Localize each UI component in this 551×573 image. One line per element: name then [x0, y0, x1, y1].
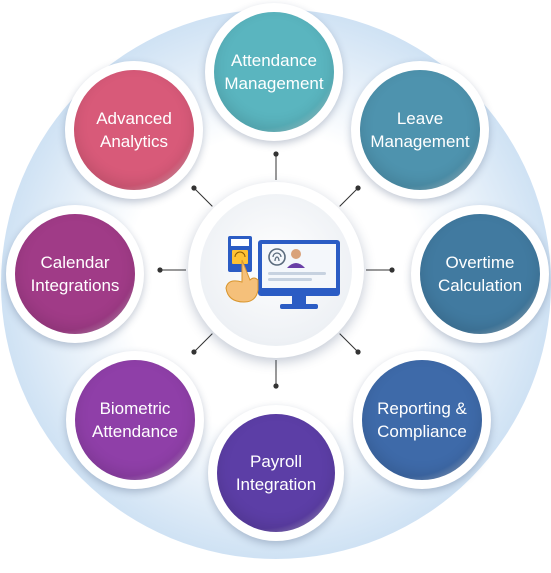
connector-line	[193, 187, 213, 207]
feature-reporting-compliance: Reporting & Compliance	[353, 351, 491, 489]
connector-dot	[273, 383, 279, 389]
feature-label: Advanced Analytics	[96, 109, 172, 151]
connector-dot	[191, 185, 197, 191]
feature-advanced-analytics: Advanced Analytics	[65, 61, 203, 199]
feature-payroll-integration: Payroll Integration	[208, 405, 344, 541]
connector-dot	[157, 267, 163, 273]
feature-biometric-attendance: Biometric Attendance	[66, 351, 204, 489]
connector-lines	[157, 151, 395, 389]
connector-dot	[355, 349, 361, 355]
feature-label: Calendar Integrations	[30, 253, 120, 295]
connector-line	[339, 187, 359, 207]
feature-attendance-management: Attendance Management	[205, 3, 343, 141]
fingerprint-attendance-icon	[225, 236, 340, 309]
feature-label: Biometric Attendance	[91, 399, 178, 441]
connector-line	[193, 333, 213, 353]
connector-dot	[191, 349, 197, 355]
feature-label: Reporting & Compliance	[377, 399, 467, 441]
feature-label: Payroll Integration	[235, 452, 317, 494]
connector-dot	[355, 185, 361, 191]
connector-line	[339, 333, 359, 353]
feature-leave-management: Leave Management	[351, 61, 489, 199]
feature-calendar-integrations: Calendar Integrations	[6, 205, 144, 343]
center-hub	[188, 182, 364, 358]
connector-dot	[389, 267, 395, 273]
feature-label: Leave Management	[370, 109, 470, 151]
feature-label: Overtime Calculation	[437, 253, 523, 295]
connector-dot	[273, 151, 279, 157]
feature-overtime-calculation: Overtime Calculation	[411, 205, 549, 343]
feature-label: Attendance Management	[224, 51, 324, 93]
